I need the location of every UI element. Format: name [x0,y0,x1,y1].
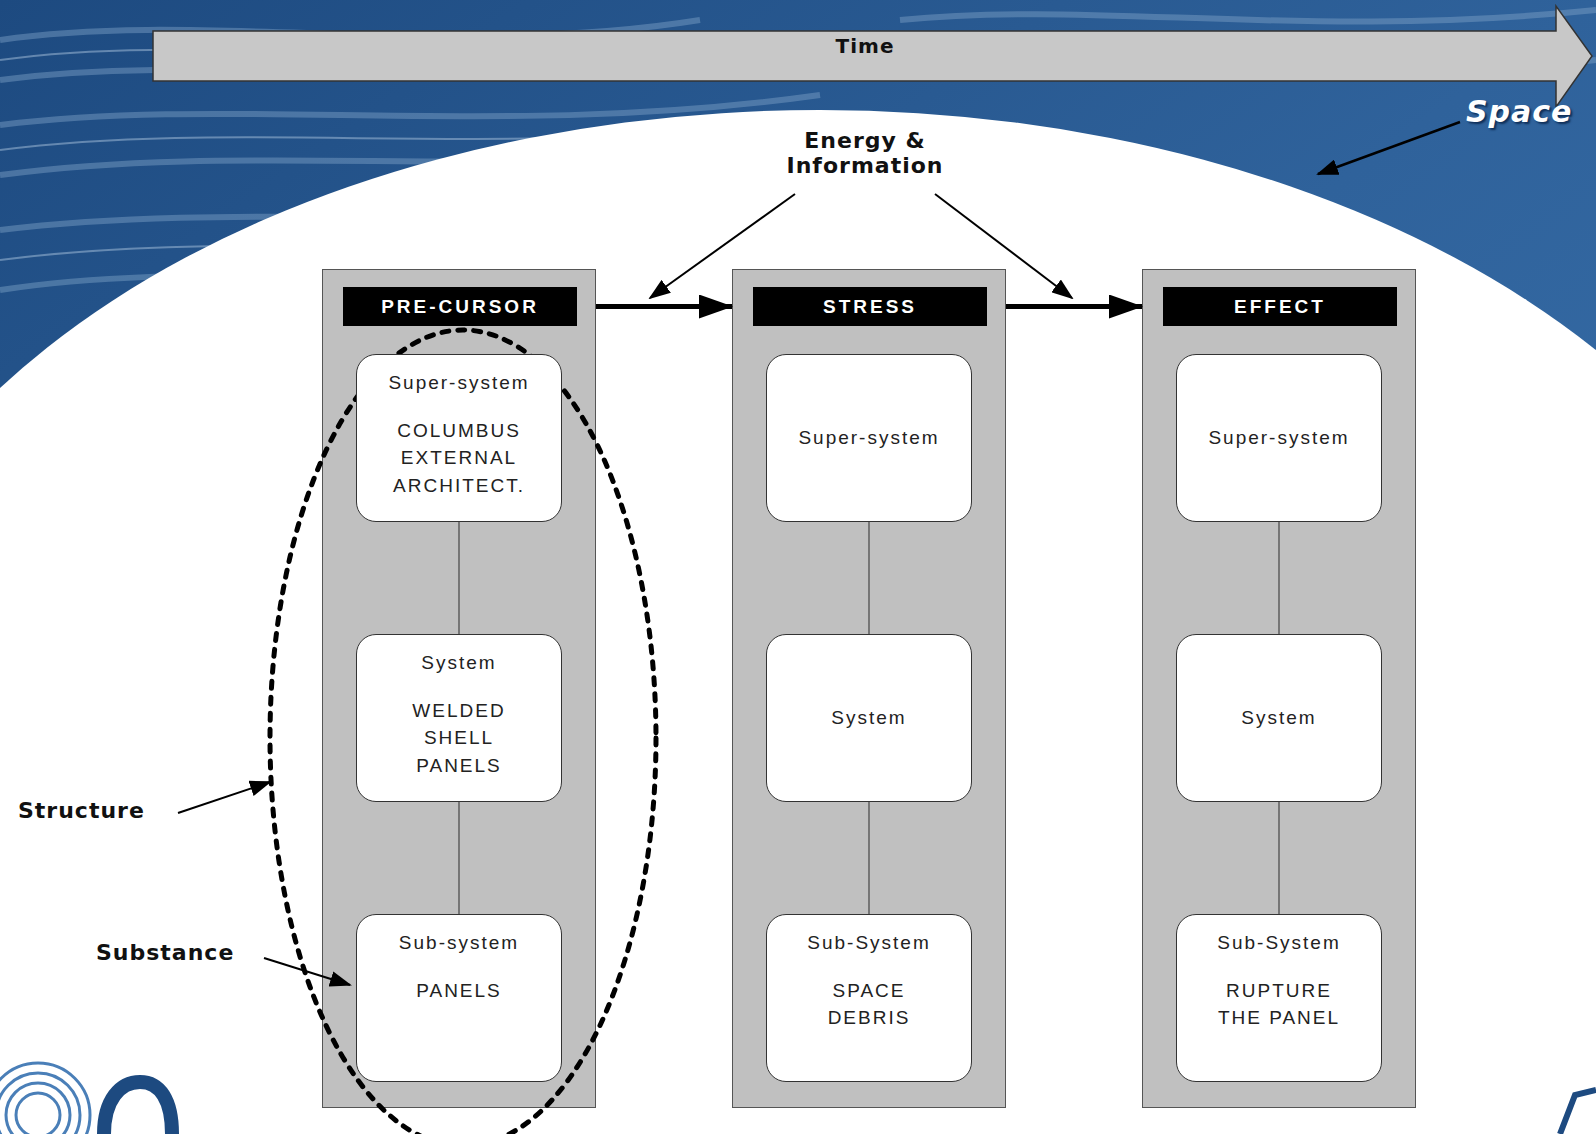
level-box: System [766,634,972,802]
time-label: Time [765,34,965,58]
level-name: Sub-System [807,929,930,957]
level-content: WELDED SHELL PANELS [384,697,534,780]
level-box: System [1176,634,1382,802]
logo-corner [1560,1090,1596,1134]
flow-arrow [1006,304,1142,309]
heading-text: EFFECT [1234,296,1326,318]
leader-line [1318,122,1460,174]
level-name: System [831,704,906,732]
white-field [0,110,1596,1134]
level-name: Super-system [1208,424,1349,452]
space-label: Space [1466,94,1572,129]
agency-logo [0,1063,90,1134]
level-box: Sub-systemPANELS [356,914,562,1082]
level-name: Super-system [388,369,529,397]
level-box: Super-systemCOLUMBUS EXTERNAL ARCHITECT. [356,354,562,522]
level-content: SPACE DEBRIS [794,977,944,1032]
level-box: SystemWELDED SHELL PANELS [356,634,562,802]
level-content: COLUMBUS EXTERNAL ARCHITECT. [384,417,534,500]
level-name: System [421,649,496,677]
level-name: System [1241,704,1316,732]
column-heading: EFFECT [1163,287,1397,326]
leader-line [178,782,270,813]
time-arrow [153,6,1592,107]
flow-label: Energy & Information [740,128,990,178]
phase-column: PRE-CURSOR Super-systemCOLUMBUS EXTERNAL … [322,269,596,1108]
level-box: Super-system [766,354,972,522]
flow-arrow [596,304,732,309]
level-name: Sub-System [1217,929,1340,957]
phase-column: EFFECT Super-systemSystemSub-SystemRUPTUR… [1142,269,1416,1108]
level-box: Sub-SystemSPACE DEBRIS [766,914,972,1082]
column-heading: PRE-CURSOR [343,287,577,326]
level-box: Sub-SystemRUPTURE THE PANEL [1176,914,1382,1082]
structure-label: Structure [18,798,145,823]
level-content: RUPTURE THE PANEL [1204,977,1354,1032]
phase-column: STRESS Super-systemSystemSub-SystemSPACE … [732,269,1006,1108]
level-name: Sub-system [399,929,519,957]
substance-label: Substance [96,940,234,965]
level-name: Super-system [798,424,939,452]
level-box: Super-system [1176,354,1382,522]
heading-text: STRESS [823,296,917,318]
heading-text: PRE-CURSOR [381,296,539,318]
level-content: PANELS [384,977,534,1005]
column-heading: STRESS [753,287,987,326]
logo-letter-shape [104,1082,172,1134]
